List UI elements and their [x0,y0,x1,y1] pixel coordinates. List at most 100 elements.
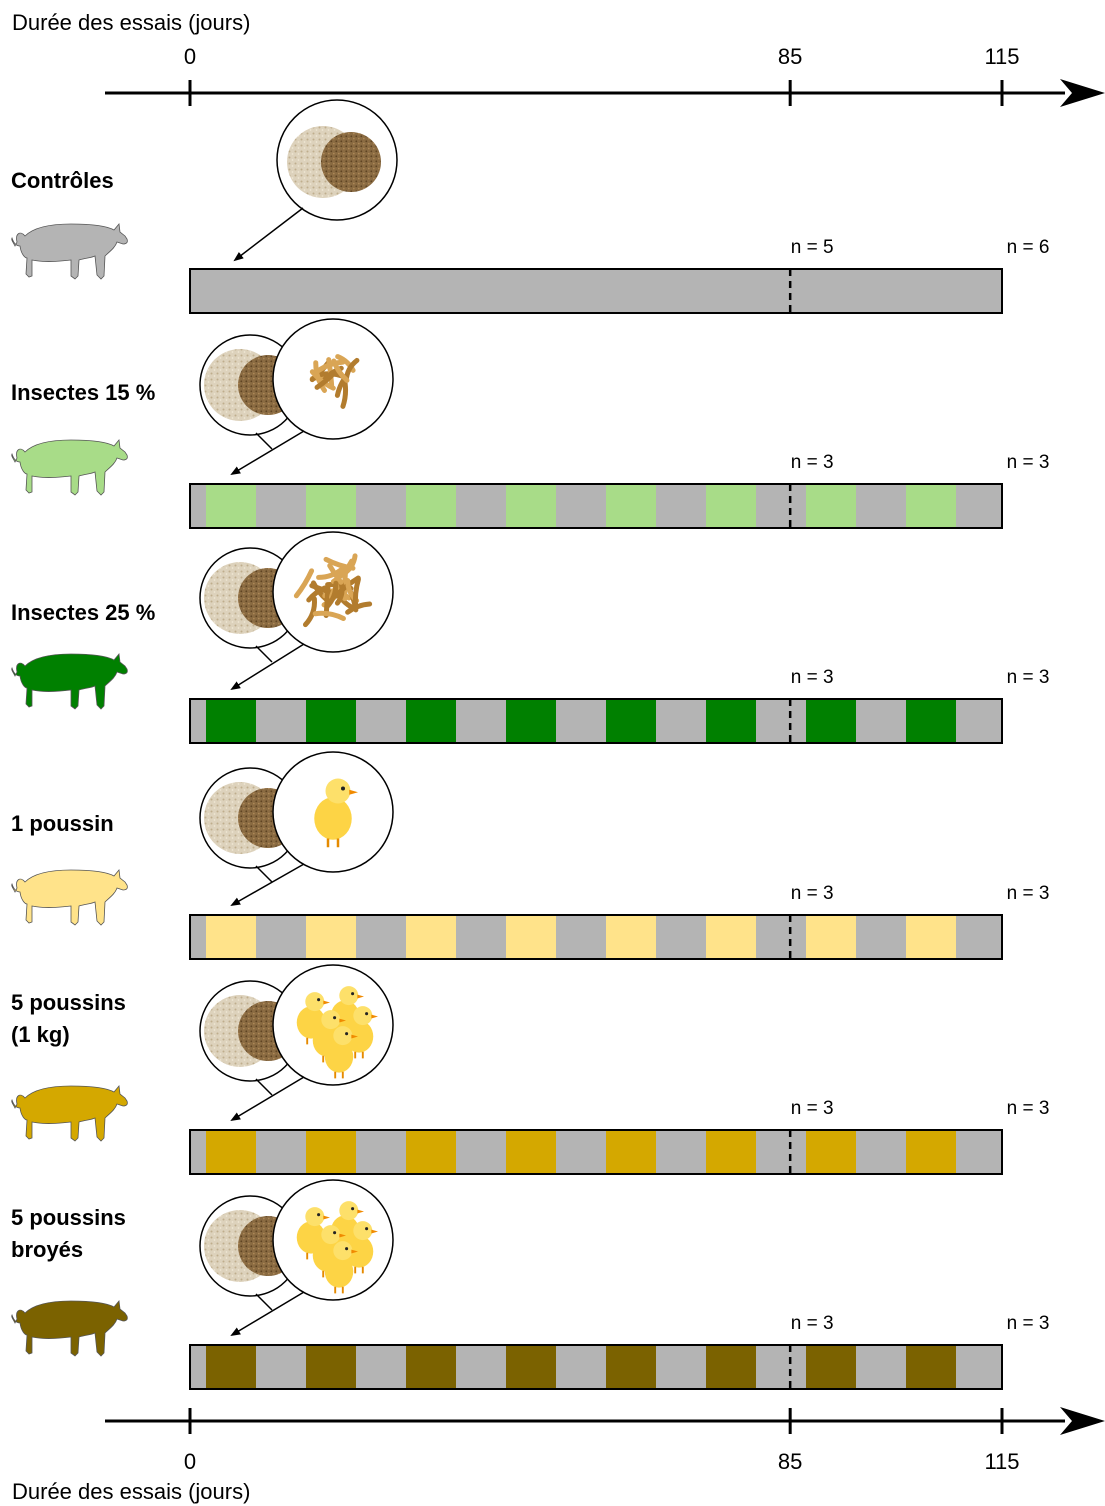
chick-beak [357,994,364,999]
chick-icon [324,1026,358,1079]
supplement-segment [406,1130,456,1174]
supplement-segment [906,1130,956,1174]
chick-body [314,797,352,840]
chick-beak [323,1000,330,1005]
mealworm-larva [312,610,346,622]
pig-icon [11,869,128,926]
diet-bubble [199,751,394,906]
chick-body [344,1020,374,1053]
chick-head [339,986,359,1006]
mealworm-larva [314,373,335,390]
diet-bar [189,914,1003,960]
supplement-segment [806,484,856,528]
chick-eye [317,998,321,1002]
chick-body [344,1235,374,1268]
supplement-segment [506,1130,556,1174]
chick-legs [334,1071,344,1079]
top-tick-label-0: 0 [184,44,196,69]
feed-pointer-arrow [230,863,305,906]
group-label: 5 poussins [11,1205,126,1230]
supplement-segment [306,915,356,959]
chick-beak [371,1014,378,1019]
chick-beak [339,1018,346,1023]
supplement-segment [306,699,356,743]
bubble-connector [255,645,273,663]
diet-bar [189,1344,1003,1390]
bottom-tick-label-0: 0 [184,1449,196,1474]
group-label: 1 poussin [11,811,114,836]
n-label-day85: n = 3 [791,883,834,904]
chick-legs [334,1286,344,1294]
supplement-segment [406,699,456,743]
chick-eye [351,992,355,996]
supplement-segment [206,699,256,743]
chick-head [305,1207,325,1227]
supplement-segment [606,699,656,743]
supplement-segment [706,915,756,959]
supplement-segment [506,1345,556,1389]
feed-pointer-arrow [230,643,305,691]
mealworm-larva [341,553,358,577]
supplement-segment [406,1345,456,1389]
chick-head [333,1241,353,1261]
feed-pointer-arrow [230,430,305,476]
top-tick-label-85: 85 [778,44,802,69]
feed-pointer-arrow [233,207,304,262]
group-label: (1 kg) [11,1022,70,1047]
chick-body [324,1040,354,1073]
supplement-segment [406,484,456,528]
n-label-day115: n = 6 [1007,237,1050,258]
bottom-tick-label-115: 115 [984,1449,1019,1474]
n-label-day85: n = 3 [791,452,834,473]
supplement-segment [506,699,556,743]
mealworm-larva [302,596,318,628]
bubble-connector [255,1078,273,1096]
n-label-day115: n = 3 [1007,1313,1050,1334]
supplement-segment [306,484,356,528]
diet-bar [189,1129,1003,1175]
pig-silhouette [11,1300,128,1357]
mealworm-larva [352,576,361,610]
chick-eye [341,786,345,791]
diet-bar-outline [189,1129,1003,1175]
supplement-segment [806,1130,856,1174]
top-axis-title: Durée des essais (jours) [12,10,250,35]
chick-legs [354,1266,364,1274]
chick-beak [357,1209,364,1214]
supplement-segment [906,915,956,959]
pig-icon [11,653,128,710]
chick-eye [345,1032,349,1036]
supplement-segment [206,1130,256,1174]
chick-head [321,1010,341,1030]
mealworm-larva [313,360,327,393]
chick-beak [323,1215,330,1220]
chick-icon [324,1241,358,1294]
diet-bar-outline [189,483,1003,529]
supplement-segment [206,484,256,528]
mealworm-larva [316,566,346,580]
chick-head [353,1006,373,1026]
group-label: broyés [11,1237,83,1262]
chick-head [333,1026,353,1046]
chick-beak [371,1229,378,1234]
supplement-segment [506,484,556,528]
supplement-segment [706,1345,756,1389]
diet-bar-outline [189,1344,1003,1390]
supplement-segment [706,484,756,528]
supplement-segment [706,699,756,743]
chick-icon [344,1221,378,1274]
top-axis-arrowhead [1060,79,1105,107]
bubble-connector [255,432,273,450]
feed-pointer-arrow [230,1076,305,1122]
mealworm-larva [340,380,349,409]
mealworm-larva [331,358,350,383]
chick-legs [354,1051,364,1059]
mealworm-larva [293,568,315,599]
